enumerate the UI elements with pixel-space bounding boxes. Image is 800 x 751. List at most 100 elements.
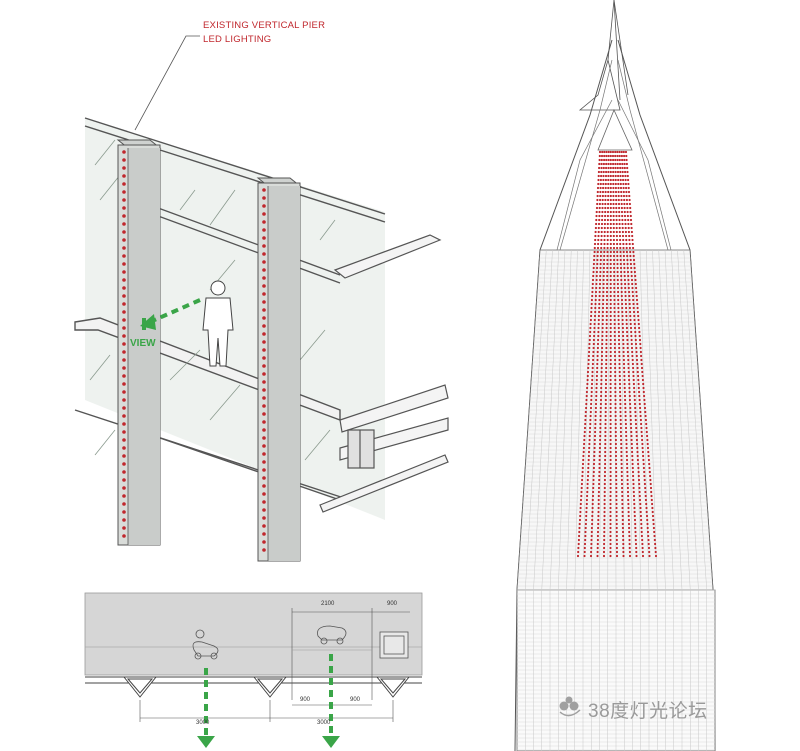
- tower-led-dot: [646, 526, 649, 530]
- tower-led-dot: [603, 486, 606, 490]
- tower-led-dot: [613, 262, 616, 266]
- tower-led-dot: [626, 470, 629, 474]
- grid-line: [558, 249, 572, 591]
- tower-led-dot: [609, 150, 612, 154]
- tower-led-dot: [621, 158, 624, 162]
- tower-led-dot: [619, 262, 622, 266]
- tower-led-dot: [638, 330, 641, 334]
- tower-led-dot: [612, 206, 615, 210]
- tower-led-dot: [639, 410, 642, 414]
- tower-led-dot: [583, 442, 586, 446]
- tower-led-dot: [599, 262, 602, 266]
- tower-led-dot: [598, 442, 602, 446]
- tower-led-dot: [614, 166, 617, 170]
- tower-led-dot: [618, 382, 622, 386]
- tower-led-dot: [605, 346, 608, 350]
- tower-led-dot: [586, 490, 589, 494]
- tower-led-dot: [613, 334, 616, 338]
- tower-led-dot: [627, 218, 630, 222]
- led-dot: [262, 316, 266, 320]
- led-dot: [262, 476, 266, 480]
- tower-led-dot: [585, 402, 588, 406]
- tower-led-dot: [589, 322, 592, 326]
- dim-top-span: 2100: [321, 601, 335, 607]
- tower-led-dot: [633, 262, 636, 266]
- tower-led-dot: [606, 266, 609, 270]
- tower-led-dot: [618, 158, 621, 162]
- tower-led-dot: [607, 158, 610, 162]
- tower-led-dot: [614, 390, 617, 394]
- led-dot: [262, 308, 266, 312]
- tower-led-dot: [609, 254, 612, 258]
- tower-led-dot: [616, 258, 619, 262]
- tower-led-dot: [609, 370, 612, 374]
- tower-led-dot: [607, 162, 610, 166]
- tower-led-dot: [603, 474, 607, 478]
- tower-led-dot: [594, 226, 598, 230]
- tower-led-dot: [636, 442, 639, 446]
- tower-led-dot: [630, 342, 633, 346]
- led-dot: [122, 294, 126, 298]
- tower-led-dot: [616, 242, 619, 246]
- led-dot: [122, 382, 126, 386]
- tower-led-dot: [628, 242, 631, 246]
- grid-line: [664, 249, 683, 591]
- tower-led-dot: [632, 482, 635, 486]
- tower-led-dot: [580, 490, 583, 494]
- tower-led-dot: [612, 226, 615, 230]
- tower-led-dot: [622, 178, 625, 182]
- tower-led-dot: [583, 554, 586, 558]
- tower-led-dot: [609, 530, 612, 534]
- tower-led-dot: [598, 206, 601, 210]
- tower-led-dot: [606, 238, 609, 242]
- tower-led-dot: [629, 402, 632, 406]
- tower-led-dot: [590, 534, 593, 538]
- tower-led-dot: [618, 154, 621, 158]
- tower-led-dot: [602, 270, 605, 274]
- tower-led-dot: [604, 194, 607, 198]
- tower-led-dot: [581, 470, 584, 474]
- tower-led-dot: [609, 350, 612, 354]
- tower-led-dot: [604, 454, 607, 458]
- tower-led-dot: [601, 202, 604, 206]
- tower-led-dot: [647, 534, 650, 538]
- tower-led-dot: [622, 238, 625, 242]
- tower-led-dot: [643, 398, 646, 402]
- tower-led-dot: [590, 530, 593, 534]
- tower-led-dot: [624, 230, 628, 234]
- tower-led-dot: [602, 178, 605, 182]
- tower-led-dot: [602, 286, 605, 290]
- tower-led-dot: [618, 350, 621, 354]
- tower-led-dot: [597, 522, 600, 526]
- tower-led-dot: [631, 462, 634, 466]
- tower-led-dot: [626, 466, 629, 470]
- tower-led-dot: [615, 202, 618, 206]
- tower-led-dot: [605, 370, 608, 374]
- tower-led-dot: [609, 486, 612, 490]
- tower-led-dot: [595, 214, 598, 218]
- tower-led-dot: [648, 466, 651, 470]
- tower-led-dot: [612, 214, 615, 218]
- tower-led-dot: [636, 362, 639, 366]
- tower-led-dot: [624, 406, 627, 410]
- tower-led-dot: [589, 406, 593, 410]
- tower-led-dot: [596, 370, 599, 374]
- tower-led-dot: [614, 438, 618, 442]
- tower-led-dot: [628, 530, 631, 534]
- tower-led-dot: [611, 150, 615, 154]
- tower-led-dot: [631, 450, 634, 454]
- tower-led-dot: [602, 162, 606, 166]
- tower-led-dot: [597, 182, 600, 186]
- tower-led-dot: [619, 434, 623, 438]
- tower-led-dot: [634, 334, 637, 338]
- tower-led-dot: [649, 486, 653, 490]
- tower-led-dot: [616, 282, 620, 286]
- tower-led-dot: [600, 170, 603, 174]
- tower-led-dot: [609, 238, 612, 242]
- grid-line: [652, 249, 666, 591]
- tower-led-dot: [617, 322, 620, 326]
- tower-led-dot: [640, 354, 643, 358]
- tower-led-dot: [625, 246, 628, 250]
- tower-led-dot: [614, 170, 617, 174]
- tower-led-dot: [621, 310, 624, 314]
